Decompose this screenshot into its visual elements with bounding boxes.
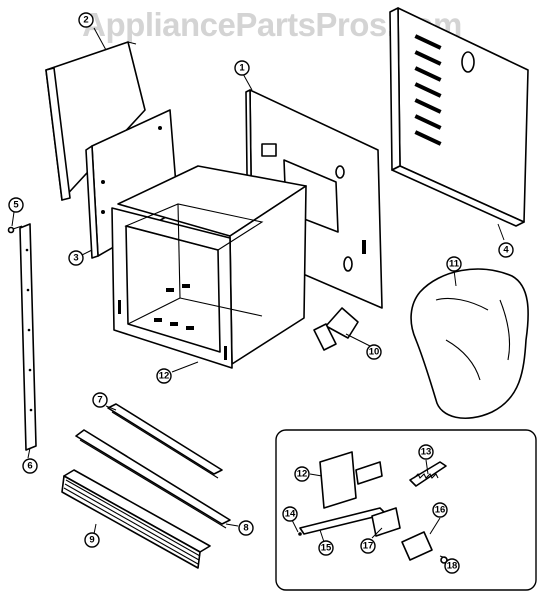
lower-rail-part [75,429,231,529]
callout-4: 4 [498,242,514,258]
callout-16-label: 16 [435,505,446,516]
bottom-rail-part [107,403,223,479]
callout-13-label: 13 [421,447,432,458]
callout-3-label: 3 [73,253,78,264]
vent-grille-part [61,469,211,569]
callout-18-label: 18 [447,561,458,572]
callout-4-label: 4 [503,245,509,256]
callout-7-label: 7 [97,395,102,406]
callout-13: 13 [418,444,434,460]
callout-2-label: 2 [83,15,88,26]
side-panel-part [45,41,146,201]
callout-11-label: 11 [449,259,460,270]
callout-12-inset-label: 12 [297,469,308,480]
callout-10-label: 10 [369,347,380,358]
callout-1: 1 [234,60,250,76]
callout-14-label: 14 [285,509,296,520]
callout-8-label: 8 [243,523,248,534]
callout-12-inset: 12 [294,466,310,482]
oven-cavity-part [111,165,307,369]
insulation-part [410,268,529,420]
callout-15-label: 15 [321,543,332,554]
callout-5-label: 5 [13,200,19,211]
side-trim-strip-part [19,223,37,451]
callout-10: 10 [366,344,382,360]
callout-7: 7 [92,392,108,408]
callout-1-label: 1 [239,63,245,74]
callout-5: 5 [8,197,24,213]
callout-6-label: 6 [27,461,32,472]
callout-17-label: 17 [363,541,374,552]
callout-6: 6 [22,458,38,474]
callout-12-label: 12 [159,371,170,382]
callout-2: 2 [78,12,94,28]
callout-12: 12 [156,368,172,384]
callout-9-label: 9 [89,535,94,546]
callout-3: 3 [68,250,84,266]
callout-16: 16 [432,502,448,518]
callout-8: 8 [238,520,254,536]
hinge-bracket-part [313,307,359,351]
callout-14: 14 [282,506,298,522]
callout-11: 11 [446,256,462,272]
callout-18: 18 [444,558,460,574]
callout-17: 17 [360,538,376,554]
callout-15: 15 [318,540,334,556]
callout-9: 9 [84,532,100,548]
screw-part [7,225,23,234]
latch-assembly-inset [275,429,537,591]
back-cover-part [389,7,529,227]
